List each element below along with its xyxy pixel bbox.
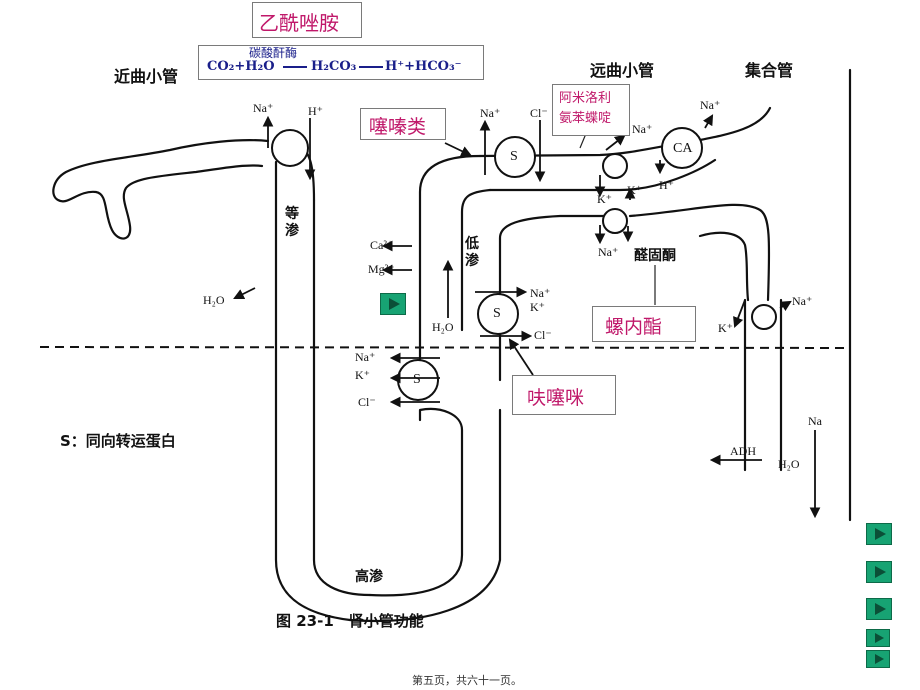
ascending-limb-right [460,188,492,332]
ion-na-proximal: Na⁺ [253,101,274,115]
thiazide-symporter [494,136,536,178]
collecting-duct-label: 集合管 [745,61,794,80]
thiazides-label: 噻嗪类 [369,116,427,138]
adh-label: ADH [730,444,756,458]
acetazolamide-label: 乙酰唑胺 [259,11,339,35]
loop-bottom-inner [368,407,464,597]
ion-na-aldosterone-1: Na⁺ [598,245,619,259]
distal-tubule-label: 远曲小管 [590,61,655,80]
ion-na-collecting: Na⁺ [792,294,813,308]
collecting-channel [751,304,777,330]
proximal-tubule-label: 近曲小管 [114,67,179,86]
reaction-left: CO₂+H₂O [207,59,275,74]
proximal-transporter [271,129,309,167]
loop-symporter [477,293,519,335]
nav-button-4[interactable] [866,629,890,647]
acetazolamide-box: 乙酰唑胺 [252,2,362,38]
medullary-symporter-label: S [413,372,421,387]
ion-ca: Ca²⁺ [370,238,394,252]
loop-symporter-label: S [493,306,501,321]
spironolactone-label: 螺内酯 [605,316,663,338]
hypertonic-label: 高渗 [355,569,383,585]
carbonic-anhydrase-cell [661,127,703,169]
ion-k-loop: K⁺ [530,300,545,314]
nav-button-2[interactable] [866,561,892,583]
descending-limb-right [312,198,372,597]
amiloride-triamterene-label: 阿米洛利 氨苯蝶啶 [559,91,612,126]
descending-limb-left [274,160,352,622]
reaction-right: H⁺+HCO₃⁻ [385,59,462,74]
ion-na-loop: Na⁺ [530,286,551,300]
cortex-medulla-boundary [39,346,851,349]
aldosterone-channel [602,208,628,234]
ion-na-thiazide: Na⁺ [480,106,501,120]
hypotonic-label: 低渗 [465,236,479,269]
nav-button-5[interactable] [866,650,890,668]
collecting-duct-left [698,231,750,302]
ion-cl-loop: Cl⁻ [534,328,552,342]
enac-channel [602,153,628,179]
loop-bottom-outer [348,408,502,622]
symporter-note: S：同向转运蛋白 [60,432,176,450]
furosemide-label: 呋噻咪 [527,387,585,409]
ion-na-medullary: Na⁺ [355,350,376,364]
blank-box-2 [30,454,124,496]
carbonic-anhydrase-reaction-box: 碳酸酐酶 CO₂+H₂O H₂CO₃ H⁺+HCO₃⁻ [198,45,484,80]
amiloride-triamterene-box: 阿米洛利 氨苯蝶啶 [552,84,630,136]
reaction-middle: H₂CO₃ [311,59,357,74]
enzyme-label: 碳酸酐酶 [249,46,298,60]
ion-h2o-collecting: H₂O [778,457,800,471]
ion-na-enac: Na⁺ [632,122,653,136]
distal-to-collecting [628,203,771,302]
ion-h2o-loop: H₂O [432,320,454,334]
aldosterone-label: 醛固酮 [634,248,676,264]
ion-cl-medullary: Cl⁻ [358,395,376,409]
ion-na-ca: Na⁺ [700,98,721,112]
ascending-limb-left [418,154,482,370]
thiazide-symporter-label: S [510,149,518,164]
ion-h-ca: H⁺ [659,178,674,192]
reaction-arrow-2 [359,66,383,68]
furosemide-box: 呋噻咪 [512,375,616,415]
figure-title: 图 23-1 肾小管功能 [276,612,424,630]
distal-tubule-bottom [488,158,717,192]
ascending-limb-lower [498,214,612,302]
nav-button-1[interactable] [866,523,892,545]
blank-box-1 [40,380,180,428]
spironolactone-box: 螺内酯 [592,306,696,342]
ion-mg: Mg²⁺ [368,262,395,276]
ion-k-collecting: K⁺ [718,321,733,335]
thiazides-box: 噻嗪类 [360,108,446,140]
page-footer: 第五页，共六十一页。 [412,674,522,687]
ion-k-distal-1: K⁺ [597,192,612,206]
nav-button-3[interactable] [866,598,892,620]
ion-h2o-proximal: H₂O [203,293,225,307]
play-button-main[interactable] [380,293,406,315]
ion-h-proximal: H⁺ [308,104,323,118]
carbonic-anhydrase-label: CA [673,141,693,156]
ion-k-medullary: K⁺ [355,368,370,382]
isotonic-label: 等渗 [285,206,299,239]
ion-k-distal-2: K⁺ [627,183,642,197]
ion-na-medulla: Na [808,414,822,428]
reaction-arrow-1 [283,66,307,68]
ion-cl-thiazide: Cl⁻ [530,106,548,120]
proximal-tubule-outer [52,139,270,240]
